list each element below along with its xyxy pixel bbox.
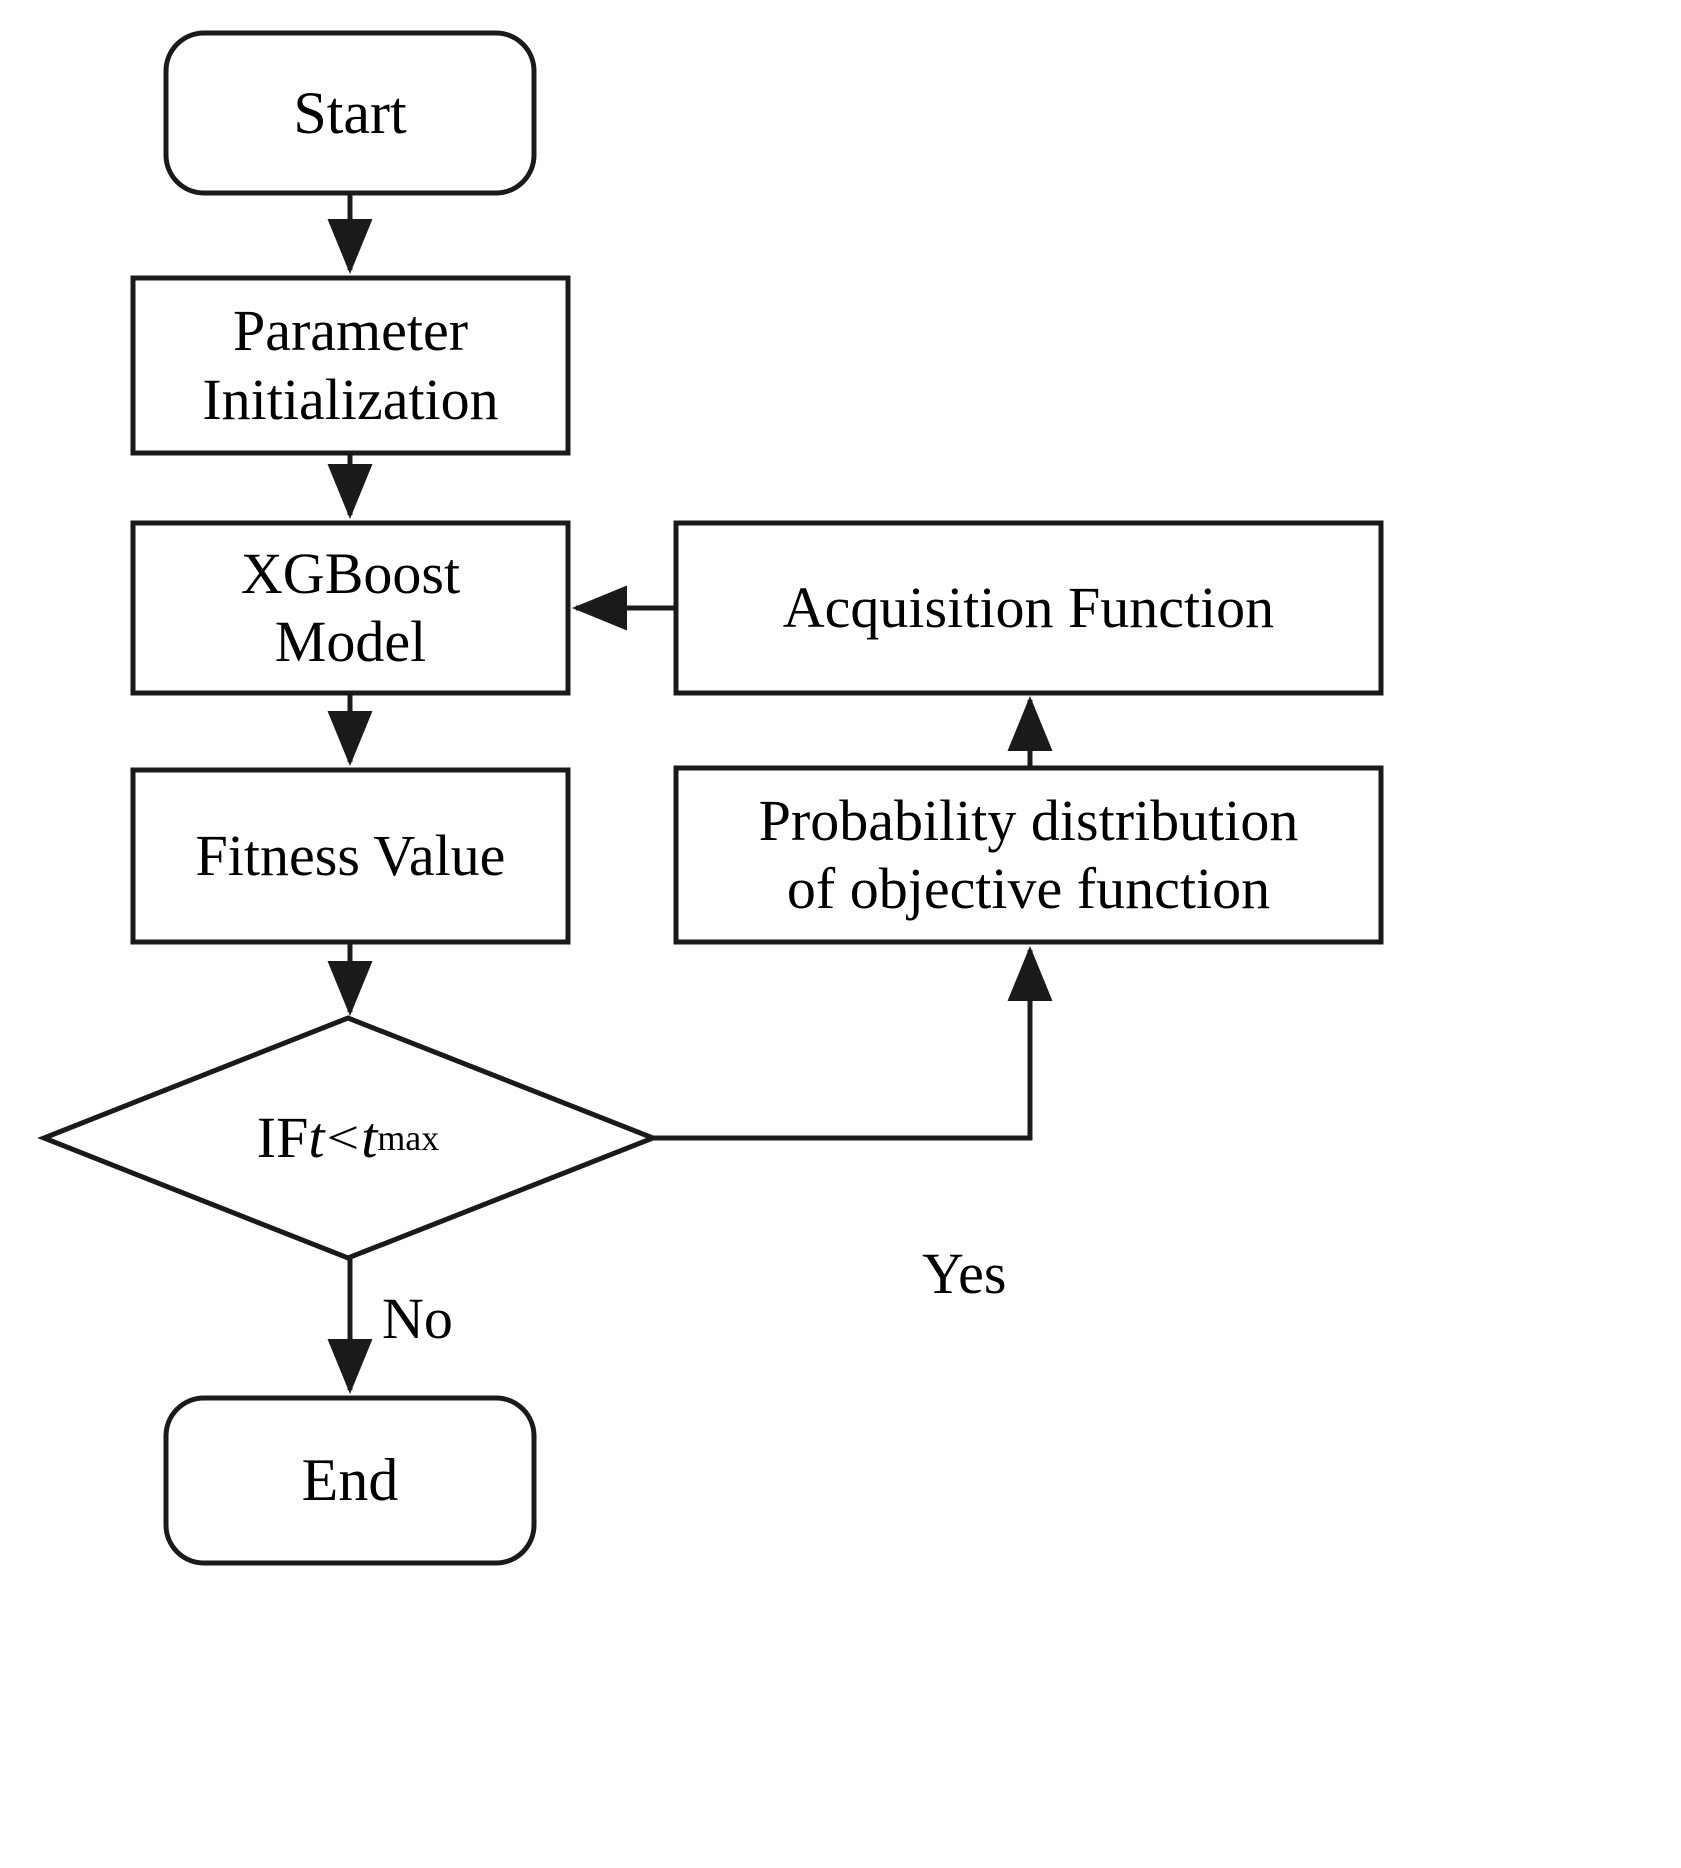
edge-label-no: No [382, 1286, 453, 1351]
node-shape-start [163, 30, 537, 196]
node-shape-param [130, 275, 571, 456]
node-shape-xgboost [130, 520, 571, 696]
node-shape-acquisition [673, 520, 1384, 696]
node-shape-fitness [130, 767, 571, 945]
node-shape-decision [37, 1015, 660, 1261]
edge-decision-yes-to-probability [653, 945, 1053, 1141]
node-shape-end [163, 1395, 537, 1566]
node-shape-probability [673, 765, 1384, 945]
edge-label-yes: Yes [922, 1241, 1007, 1306]
